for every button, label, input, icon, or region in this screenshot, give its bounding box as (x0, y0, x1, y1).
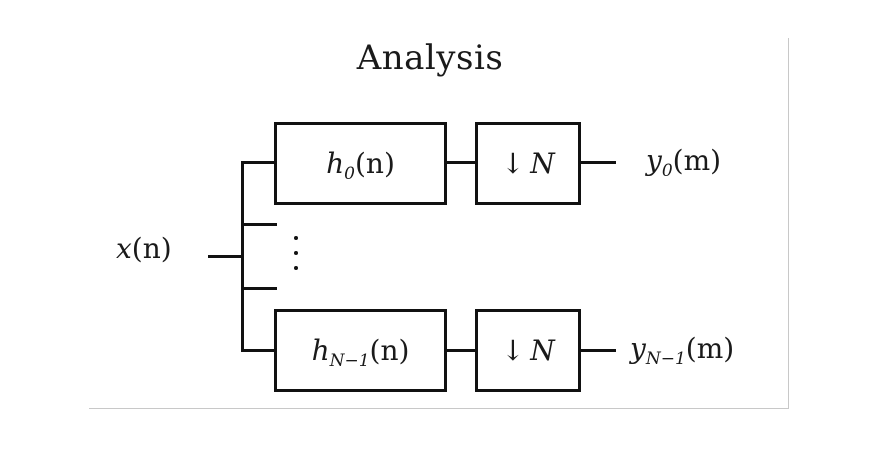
downsampler-label-top: ↓ N (501, 147, 555, 180)
ellipsis-dot (294, 266, 298, 270)
output-wire-bottom (580, 349, 616, 352)
filter-to-downsampler-wire-top (446, 161, 478, 164)
branch-stub-top (241, 161, 277, 164)
down-arrow-icon: ↓ (501, 334, 525, 367)
branch-stub-second (241, 223, 277, 226)
filter-arg: (n) (369, 334, 410, 367)
diagram-title: Analysis (356, 38, 504, 78)
filter-base: h (326, 147, 345, 180)
filter-arg: (n) (354, 147, 395, 180)
downsample-factor: N (530, 147, 555, 180)
ellipsis-dot (294, 236, 298, 240)
frame-bottom-border (89, 408, 789, 409)
filter-to-downsampler-wire-bottom (446, 349, 478, 352)
output-wire-top (580, 161, 616, 164)
filter-label-h0: h0(n) (326, 147, 395, 183)
frame-right-border (788, 38, 789, 409)
filter-base: h (311, 334, 330, 367)
output-base: y (630, 332, 646, 365)
output-arg: (m) (672, 144, 722, 177)
filter-subscript: N−1 (329, 351, 370, 371)
filter-label-hN-1: hN−1(n) (311, 334, 410, 370)
filter-box-h0: h0(n) (274, 122, 447, 205)
input-signal-arg: (n) (131, 232, 172, 265)
downsampler-box-top: ↓ N (475, 122, 581, 205)
filter-box-hN-1: hN−1(n) (274, 309, 447, 392)
downsample-factor: N (530, 334, 555, 367)
ellipsis-dot (294, 251, 298, 255)
input-signal-label: x(n) (116, 232, 172, 265)
input-signal-var: x (116, 232, 132, 265)
down-arrow-icon: ↓ (501, 147, 525, 180)
output-subscript: 0 (661, 161, 673, 181)
output-label-yN-1: yN−1(m) (630, 332, 735, 368)
splitter-bus (241, 161, 244, 352)
branch-stub-bottom (241, 349, 277, 352)
input-wire (208, 255, 244, 258)
output-base: y (646, 144, 662, 177)
downsampler-box-bottom: ↓ N (475, 309, 581, 392)
filter-subscript: 0 (344, 164, 355, 184)
output-label-y0: y0(m) (646, 144, 722, 180)
branch-stub-penultimate (241, 287, 277, 290)
output-arg: (m) (685, 332, 735, 365)
branch-ellipsis (290, 236, 302, 270)
downsampler-label-bottom: ↓ N (501, 334, 555, 367)
output-subscript: N−1 (645, 349, 686, 369)
